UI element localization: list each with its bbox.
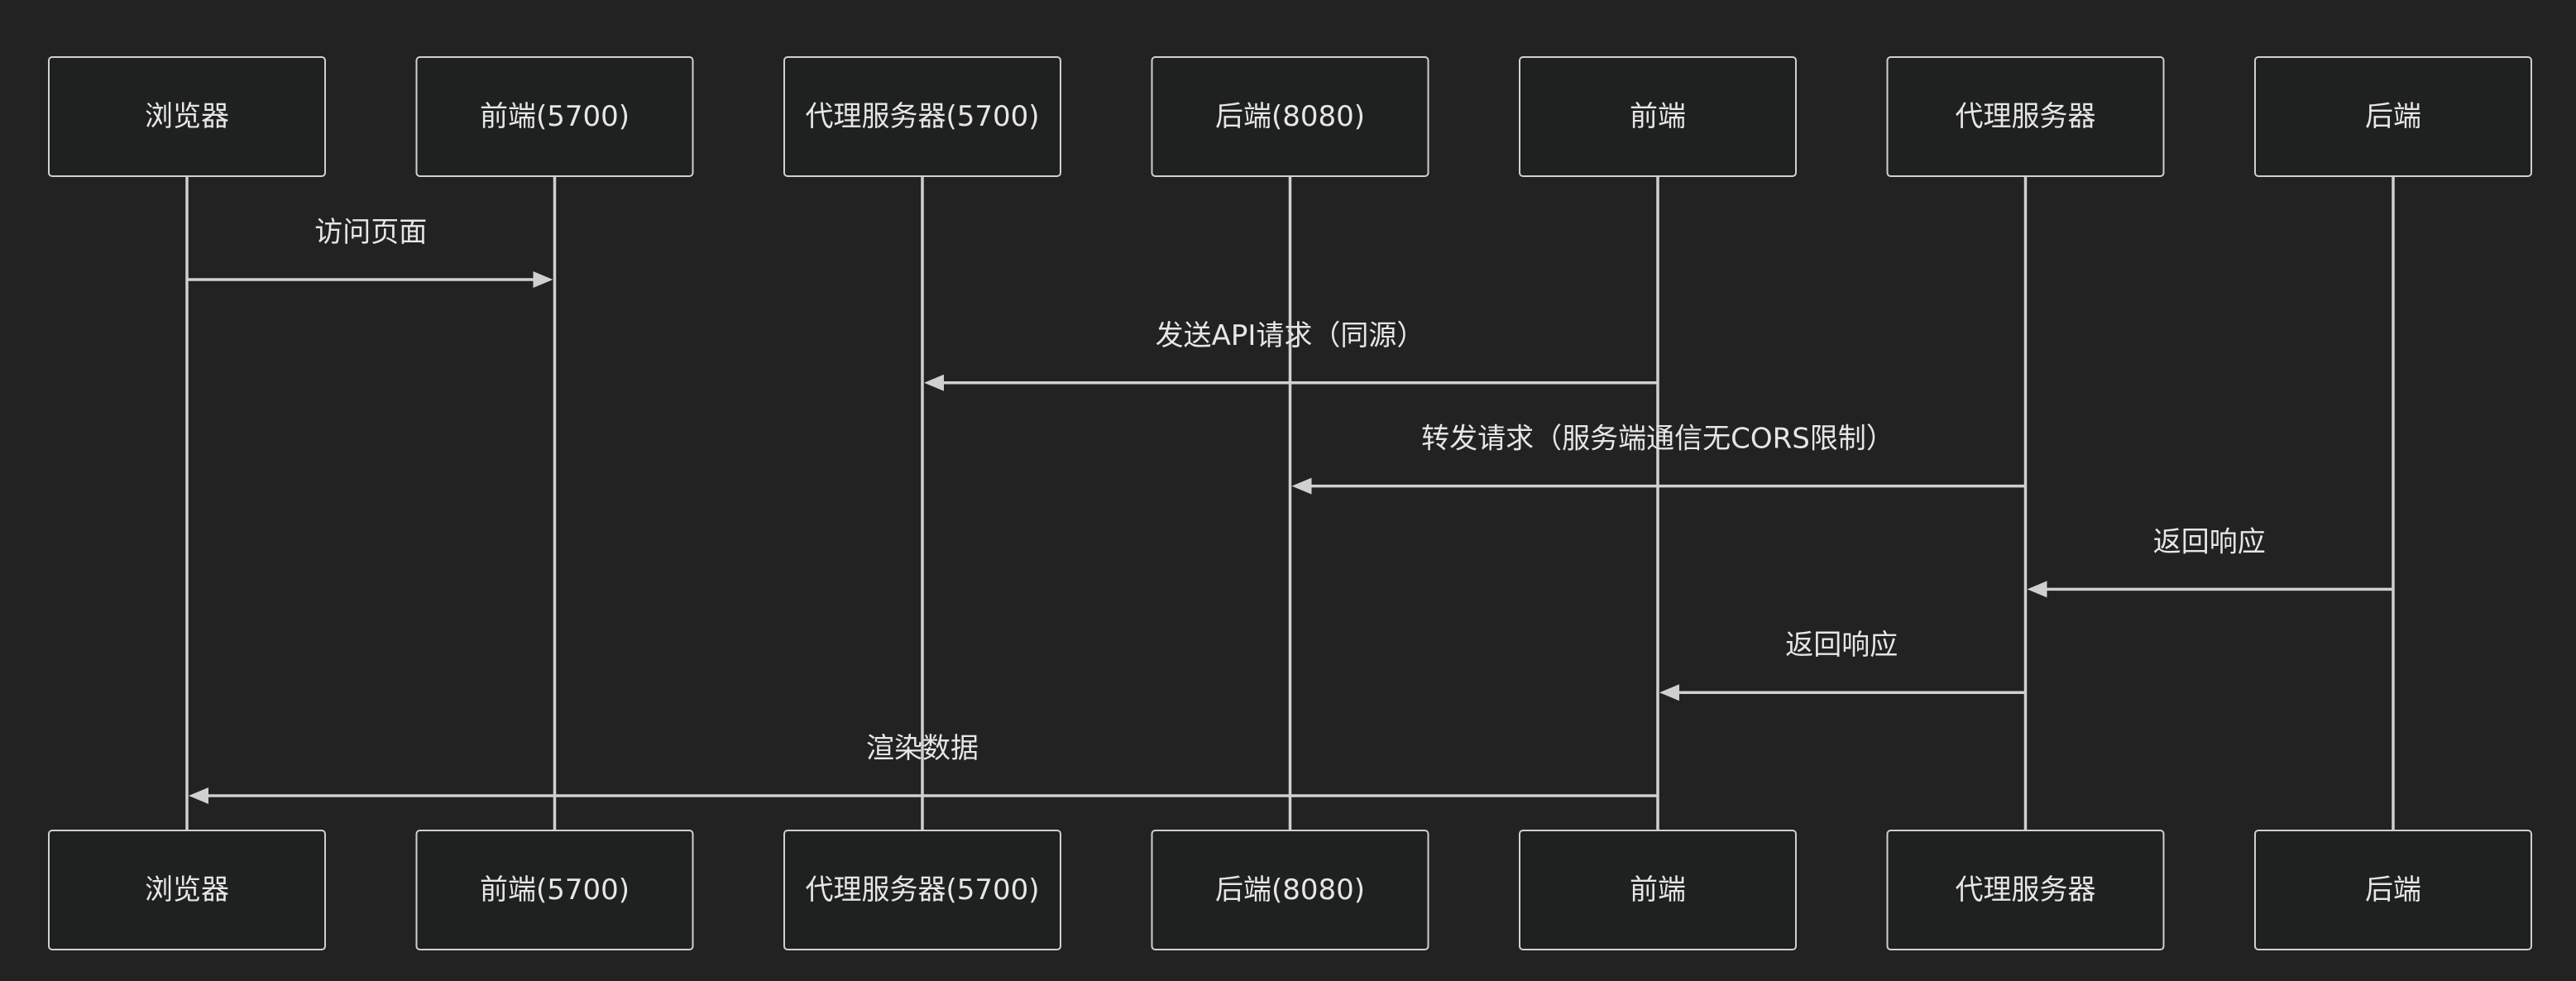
arrowhead-icon <box>533 271 553 288</box>
participant-label: 前端 <box>1630 873 1686 907</box>
participant-label: 后端 <box>2365 873 2421 907</box>
arrowhead-icon <box>189 787 208 804</box>
participant-box <box>783 830 1061 950</box>
participant-box <box>1519 56 1797 177</box>
participant-box <box>1886 56 2165 177</box>
participant-box <box>48 56 326 177</box>
participant-box <box>2254 830 2532 950</box>
participant-label: 浏览器 <box>145 873 229 907</box>
arrowhead-icon <box>924 374 944 391</box>
participant-bottom-backend8080: 后端(8080) <box>1151 830 1429 950</box>
participant-label: 代理服务器(5700) <box>805 873 1039 907</box>
participant-box <box>2254 56 2532 177</box>
lifelines <box>185 176 2395 830</box>
participant-label: 浏览器 <box>145 100 229 133</box>
participant-top-proxy: 代理服务器 <box>1886 56 2165 177</box>
message-label: 发送API请求（同源） <box>1156 319 1425 352</box>
participant-bottom-proxy: 代理服务器 <box>1886 830 2165 950</box>
message-label: 返回响应 <box>2153 525 2266 558</box>
message-5: 返回响应 <box>1659 629 2026 701</box>
messages: 访问页面发送API请求（同源）转发请求（服务端通信无CORS限制）返回响应返回响… <box>187 216 2393 804</box>
participant-bottom-backend: 后端 <box>2254 830 2532 950</box>
participant-label: 后端 <box>2365 100 2421 133</box>
participant-top-proxy5700: 代理服务器(5700) <box>783 56 1061 177</box>
message-label: 返回响应 <box>1785 629 1898 662</box>
participant-label: 后端(8080) <box>1215 873 1365 907</box>
participant-bottom-frontend5700: 前端(5700) <box>415 830 694 950</box>
participant-top-browser: 浏览器 <box>48 56 326 177</box>
message-4: 返回响应 <box>2027 525 2393 598</box>
participant-box <box>783 56 1061 177</box>
arrowhead-icon <box>1291 477 1312 495</box>
participant-box <box>1151 56 1429 177</box>
participant-box <box>1886 830 2165 950</box>
message-label: 访问页面 <box>314 216 427 249</box>
participants-bottom: 浏览器 前端(5700) 代理服务器(5700) 后端(8080) 前端 代理服务器 后端 <box>48 830 2532 950</box>
message-label: 转发请求（服务端通信无CORS限制） <box>1421 423 1894 456</box>
participant-bottom-proxy5700: 代理服务器(5700) <box>783 830 1061 950</box>
participants-top: 浏览器 前端(5700) 代理服务器(5700) 后端(8080) 前端 代理服务器 后端 <box>48 56 2532 177</box>
participant-box <box>1151 830 1429 950</box>
message-1: 访问页面 <box>187 216 553 288</box>
message-label: 渲染数据 <box>866 732 979 765</box>
participant-label: 后端(8080) <box>1215 100 1365 133</box>
participant-label: 代理服务器 <box>1956 100 2096 133</box>
arrowhead-icon <box>1659 684 1679 701</box>
participant-label: 前端(5700) <box>480 873 630 907</box>
message-6: 渲染数据 <box>189 732 1658 804</box>
participant-top-frontend: 前端 <box>1519 56 1797 177</box>
participant-box <box>48 830 326 950</box>
message-3: 转发请求（服务端通信无CORS限制） <box>1291 423 2026 495</box>
arrowhead-icon <box>2027 581 2047 598</box>
participant-box <box>1519 830 1797 950</box>
participant-top-backend8080: 后端(8080) <box>1151 56 1429 177</box>
participant-label: 前端 <box>1630 100 1686 133</box>
participant-bottom-browser: 浏览器 <box>48 830 326 950</box>
participant-label: 前端(5700) <box>480 100 630 133</box>
participant-bottom-frontend: 前端 <box>1519 830 1797 950</box>
message-2: 发送API请求（同源） <box>924 319 1658 391</box>
participant-label: 代理服务器(5700) <box>805 100 1039 133</box>
participant-top-frontend5700: 前端(5700) <box>415 56 694 177</box>
participant-box <box>415 56 694 177</box>
participant-box <box>415 830 694 950</box>
participant-top-backend: 后端 <box>2254 56 2532 177</box>
participant-label: 代理服务器 <box>1956 873 2096 907</box>
